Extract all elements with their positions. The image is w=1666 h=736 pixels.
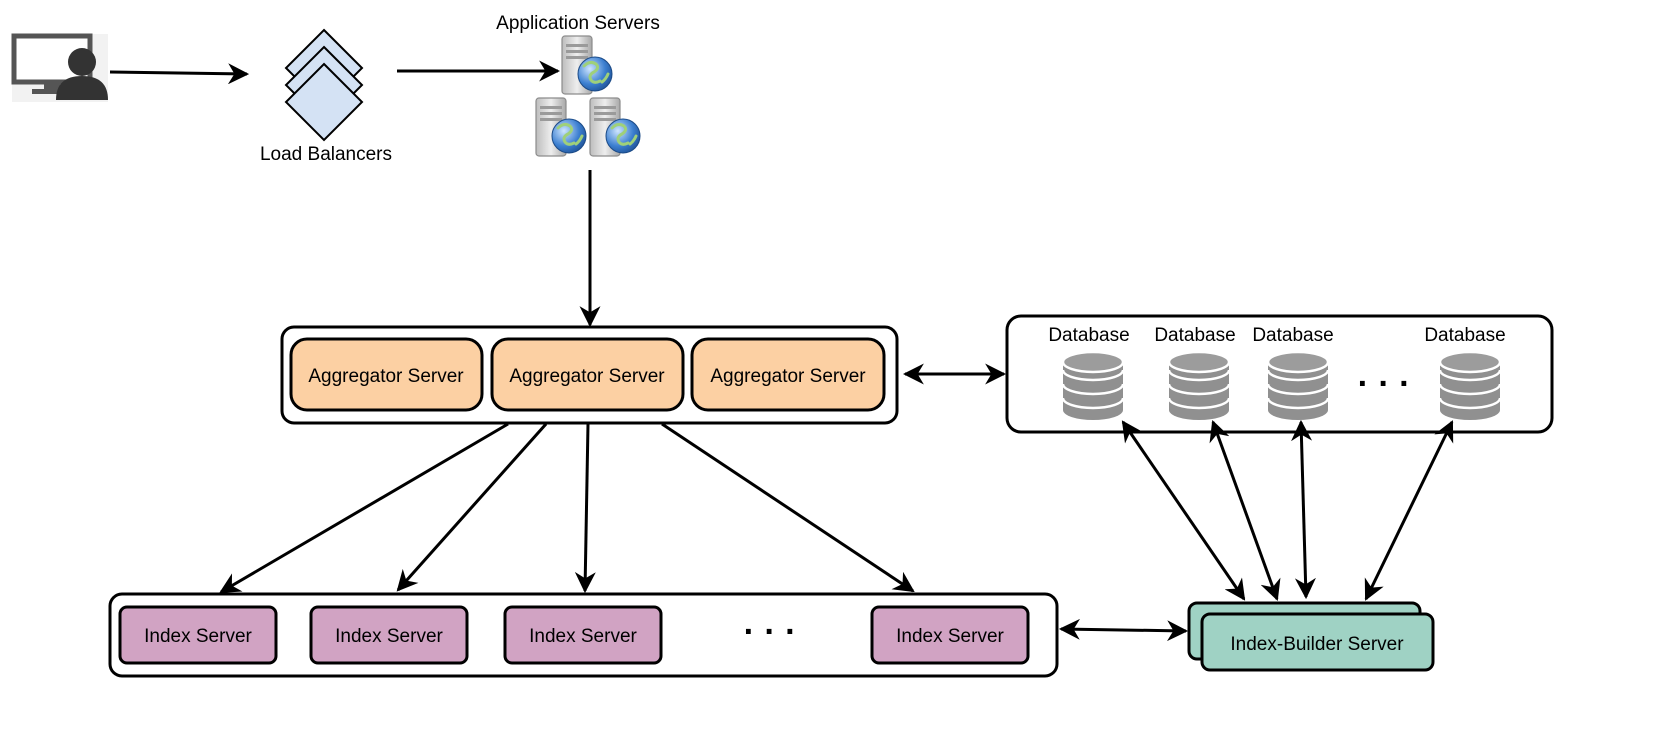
database-node[interactable]: Database — [1048, 325, 1130, 422]
database-ellipsis: · · · — [1358, 365, 1411, 403]
application-servers-label: Application Servers — [496, 13, 660, 34]
database-label: Database — [1048, 325, 1129, 346]
database-node[interactable]: Database — [1154, 325, 1236, 422]
database-label: Database — [1154, 325, 1235, 346]
aggregator-server-label: Aggregator Server — [710, 366, 866, 387]
index-server-label: Index Server — [144, 626, 252, 647]
database-label: Database — [1424, 325, 1505, 346]
arrow-client-to-load-balancer — [109, 63, 250, 85]
arrow-database-index-builder — [1364, 420, 1454, 601]
index-server-ellipsis: · · · — [744, 613, 797, 651]
server-globe-icon — [534, 96, 588, 158]
server-globe-icon — [560, 34, 614, 96]
load-balancer-stacked-diamond-icon — [284, 28, 364, 142]
index-server-node[interactable]: Index Server — [870, 605, 1030, 665]
index-builder-server-label: Index-Builder Server — [1230, 634, 1404, 655]
client-user-computer-icon — [11, 33, 108, 102]
database-node[interactable]: Database — [1424, 325, 1506, 422]
database-cylinder-icon — [1438, 350, 1502, 422]
index-builder-server-node[interactable]: Index-Builder Server — [1187, 601, 1435, 672]
aggregator-server-label: Aggregator Server — [509, 366, 665, 387]
arrow-database-index-builder — [1291, 419, 1316, 600]
index-server-node[interactable]: Index Server — [118, 605, 278, 665]
application-servers-icon-group — [534, 34, 642, 158]
load-balancers-label: Load Balancers — [260, 144, 392, 165]
server-globe-icon — [588, 96, 642, 158]
database-label: Database — [1252, 325, 1333, 346]
index-server-label: Index Server — [896, 626, 1004, 647]
index-server-node[interactable]: Index Server — [503, 605, 663, 665]
arrow-database-index-builder — [1209, 420, 1281, 601]
database-cylinder-icon — [1266, 350, 1330, 422]
aggregator-server-label: Aggregator Server — [308, 366, 464, 387]
index-server-label: Index Server — [529, 626, 637, 647]
database-node[interactable]: Database — [1252, 325, 1334, 422]
arrow-database-index-builder — [1121, 420, 1246, 601]
arrow-aggregator-to-index — [661, 422, 915, 593]
arrow-aggregator-to-index — [396, 423, 548, 592]
aggregator-server-node[interactable]: Aggregator Server — [289, 337, 484, 412]
index-server-node[interactable]: Index Server — [309, 605, 469, 665]
arrow-index-servers-index-builder — [1058, 618, 1189, 642]
aggregator-server-node[interactable]: Aggregator Server — [690, 337, 886, 412]
index-server-label: Index Server — [335, 626, 443, 647]
database-cylinder-icon — [1061, 350, 1125, 422]
arrow-aggregator-to-index — [219, 422, 509, 594]
aggregator-server-node[interactable]: Aggregator Server — [490, 337, 685, 412]
arrow-aggregator-to-index — [574, 423, 596, 594]
database-cylinder-icon — [1167, 350, 1231, 422]
